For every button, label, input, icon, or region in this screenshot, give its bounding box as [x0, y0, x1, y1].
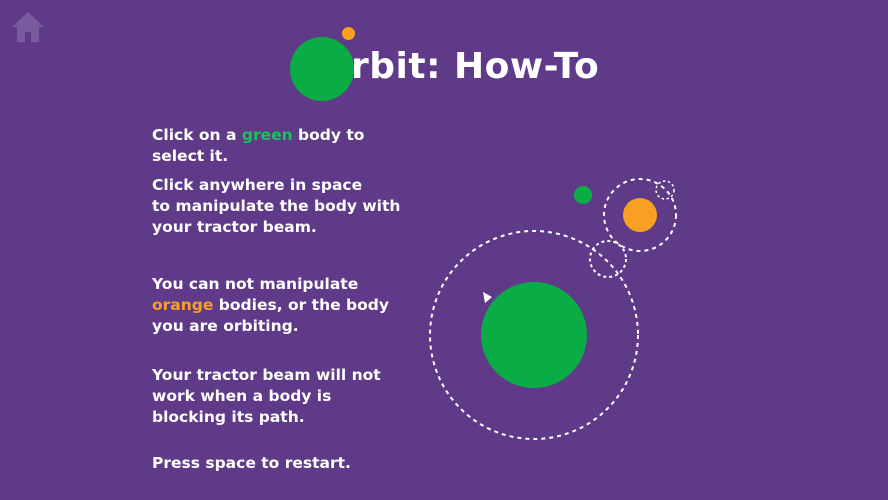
- title-planet-o: [290, 37, 354, 101]
- title-text: rbit: How-To: [351, 46, 600, 87]
- small-orbit-ring: [589, 240, 627, 278]
- green-word: green: [241, 126, 293, 144]
- instruction-restriction-pre: You can not manipulate: [152, 275, 359, 293]
- page-title: rbit: How-To: [288, 26, 628, 106]
- home-icon: [12, 12, 44, 42]
- orange-word: orange: [152, 296, 214, 314]
- title-moon-dot: [342, 27, 355, 40]
- large-orbit-path: [429, 230, 639, 440]
- tiny-orbit-ring: [655, 180, 675, 200]
- instruction-blocking: Your tractor beam will not work when a b…: [152, 366, 381, 426]
- green-planet-large[interactable]: [481, 282, 587, 388]
- instruction-select-post: body to select it.: [152, 126, 365, 165]
- green-planet-small[interactable]: [574, 186, 592, 204]
- orange-planet: [623, 198, 657, 232]
- player-ship-icon: [483, 292, 492, 303]
- instruction-select-pre: Click on a: [152, 126, 242, 144]
- instruction-restart: Press space to restart.: [152, 454, 351, 472]
- instruction-manipulate: Click anywhere in space to manipulate th…: [152, 176, 401, 236]
- instruction-restriction: You can not manipulate orange bodies, or…: [152, 274, 389, 337]
- moon-orbit-path: [603, 178, 677, 252]
- instruction-select: Click on a green body to select it.: [152, 125, 364, 167]
- home-button[interactable]: [10, 9, 46, 45]
- instruction-restriction-post: bodies, or the body you are orbiting.: [152, 296, 389, 335]
